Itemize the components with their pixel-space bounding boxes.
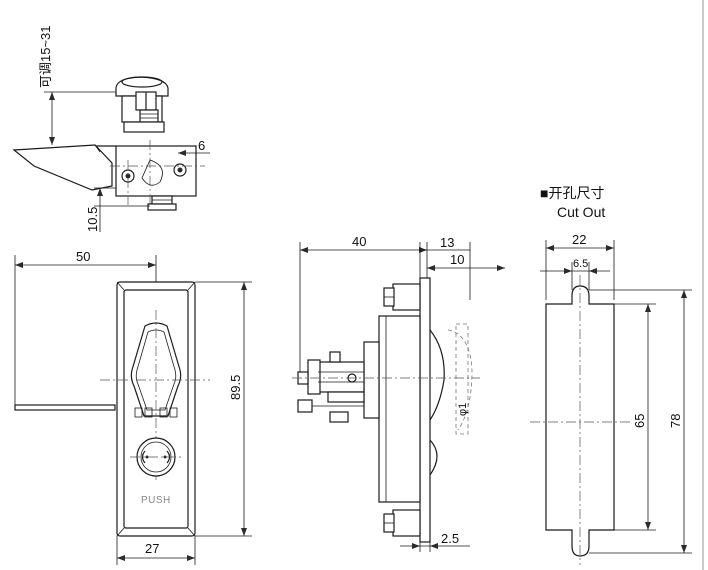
dim-section-40: 40	[352, 234, 366, 249]
dim-front-50: 50	[76, 249, 90, 264]
cutout-title-cn: ■开孔尺寸	[540, 185, 604, 201]
front-view: 50 89.5 PUSH	[14, 249, 252, 565]
dim-front-27: 27	[145, 541, 159, 556]
section-symbol: φ1	[457, 403, 469, 416]
dim-section-10: 10	[450, 252, 464, 267]
side-view: 可调15~31 6	[12, 25, 210, 232]
dim-side-6: 6	[198, 138, 205, 153]
dim-cutout-78: 78	[668, 414, 683, 428]
cutout-title-en: Cut Out	[557, 204, 605, 220]
cutout-view: ■开孔尺寸 Cut Out 22 6.5 65 78	[530, 185, 692, 565]
dim-cutout-22: 22	[572, 232, 586, 247]
push-text: PUSH	[141, 495, 171, 506]
dim-adjustable-label: 可调15~31	[38, 25, 53, 88]
dim-cutout-6-5: 6.5	[573, 258, 588, 270]
dim-section-2-5: 2.5	[441, 531, 459, 546]
dim-section-13: 13	[440, 235, 454, 250]
dim-side-10-5: 10.5	[85, 207, 100, 232]
section-view: 40 13 10 φ1	[292, 234, 505, 552]
dim-front-89-5: 89.5	[228, 375, 243, 400]
dim-cutout-65: 65	[632, 414, 647, 428]
